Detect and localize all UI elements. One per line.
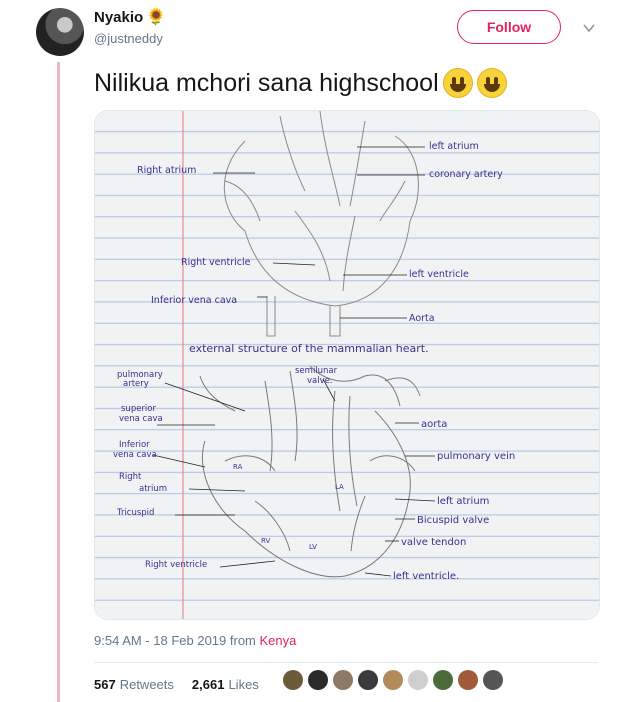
- label-coronary-artery: coronary artery: [429, 169, 503, 180]
- liker-avatar[interactable]: [358, 670, 378, 690]
- label-la: LA: [335, 483, 344, 491]
- liker-avatar[interactable]: [308, 670, 328, 690]
- liker-avatar[interactable]: [483, 670, 503, 690]
- ruled-paper: [95, 111, 599, 619]
- top-label-lines: [213, 146, 425, 319]
- label-ra: RA: [233, 463, 243, 471]
- label-inferior-1: Inferior: [119, 440, 150, 450]
- label-superior-1: superior: [121, 404, 156, 414]
- liker-avatar[interactable]: [383, 670, 403, 690]
- tweet-photo[interactable]: left atrium Right atrium coronary artery…: [94, 110, 600, 620]
- label-right-atrium-1: Right: [119, 472, 142, 482]
- liker-avatar[interactable]: [283, 670, 303, 690]
- tweet-text-content: Nilikua mchori sana highschool: [94, 69, 439, 97]
- timestamp-text[interactable]: 9:54 AM - 18 Feb 2019: [94, 633, 227, 648]
- label-right-atrium-2: atrium: [139, 484, 167, 494]
- from-label: from: [229, 633, 256, 648]
- label-pulmonary-vein: pulmonary vein: [437, 451, 515, 462]
- follow-button[interactable]: Follow: [457, 10, 561, 44]
- label-right-atrium-top: Right atrium: [137, 165, 196, 176]
- label-left-ventricle-bottom: left ventricle.: [393, 571, 459, 582]
- liker-avatar[interactable]: [333, 670, 353, 690]
- author-handle[interactable]: @justneddy: [94, 31, 163, 46]
- label-right-ventricle-top: Right ventricle: [181, 257, 251, 268]
- label-pulmonary-1: pulmonary: [117, 370, 163, 380]
- tweet-stats: 567 Retweets 2,661 Likes: [94, 677, 259, 692]
- sunflower-icon: 🌻: [146, 8, 167, 26]
- author-name-text: Nyakio: [94, 9, 144, 26]
- heart-external-sketch: [223, 111, 419, 337]
- label-aorta-top: Aorta: [409, 313, 435, 324]
- heart-internal-sketch: [199, 365, 421, 578]
- likes-count[interactable]: 2,661: [191, 677, 225, 692]
- label-left-atrium-bottom: left atrium: [437, 496, 489, 507]
- tweet-text: Nilikua mchori sana highschool: [94, 66, 507, 100]
- grinning-face-icon: [442, 68, 473, 98]
- liker-avatar[interactable]: [458, 670, 478, 690]
- bottom-label-lines: [152, 378, 436, 577]
- liker-avatar[interactable]: [408, 670, 428, 690]
- location-link[interactable]: Kenya: [259, 633, 297, 648]
- label-right-ventricle-bottom: Right ventricle: [145, 560, 207, 570]
- label-left-atrium-top: left atrium: [429, 141, 479, 152]
- label-aorta-bottom: aorta: [421, 419, 447, 430]
- label-inferior-2: vena cava: [113, 450, 157, 460]
- author-name[interactable]: Nyakio 🌻: [94, 9, 166, 26]
- label-valve-tendon: valve tendon: [401, 537, 466, 548]
- drawing-caption: external structure of the mammalian hear…: [189, 342, 429, 355]
- grinning-face-icon: [476, 68, 507, 98]
- tweet-timestamp: 9:54 AM - 18 Feb 2019 from Kenya: [94, 633, 296, 648]
- label-pulmonary-2: artery: [123, 379, 149, 389]
- stats-divider: [94, 662, 598, 663]
- label-tricuspid: Tricuspid: [116, 508, 154, 518]
- avatar[interactable]: [36, 8, 84, 56]
- heart-drawing: left atrium Right atrium coronary artery…: [95, 111, 599, 619]
- likers-avatars: [283, 670, 503, 690]
- liker-avatar[interactable]: [433, 670, 453, 690]
- label-superior-2: vena cava: [119, 414, 163, 424]
- label-semilunar-1: semilunar: [295, 366, 338, 376]
- label-left-ventricle-top: left ventricle: [409, 269, 469, 280]
- label-rv: RV: [261, 537, 270, 545]
- retweets-count[interactable]: 567: [94, 677, 116, 692]
- label-inferior-vena-cava-top: Inferior vena cava: [151, 295, 237, 306]
- label-semilunar-2: valve.: [307, 376, 333, 386]
- likes-label[interactable]: Likes: [228, 677, 259, 692]
- label-bicuspid: Bicuspid valve: [417, 515, 489, 526]
- chevron-down-icon[interactable]: [581, 20, 597, 36]
- label-lv: LV: [309, 543, 317, 551]
- thread-line: [57, 62, 60, 702]
- retweets-label[interactable]: Retweets: [119, 677, 174, 692]
